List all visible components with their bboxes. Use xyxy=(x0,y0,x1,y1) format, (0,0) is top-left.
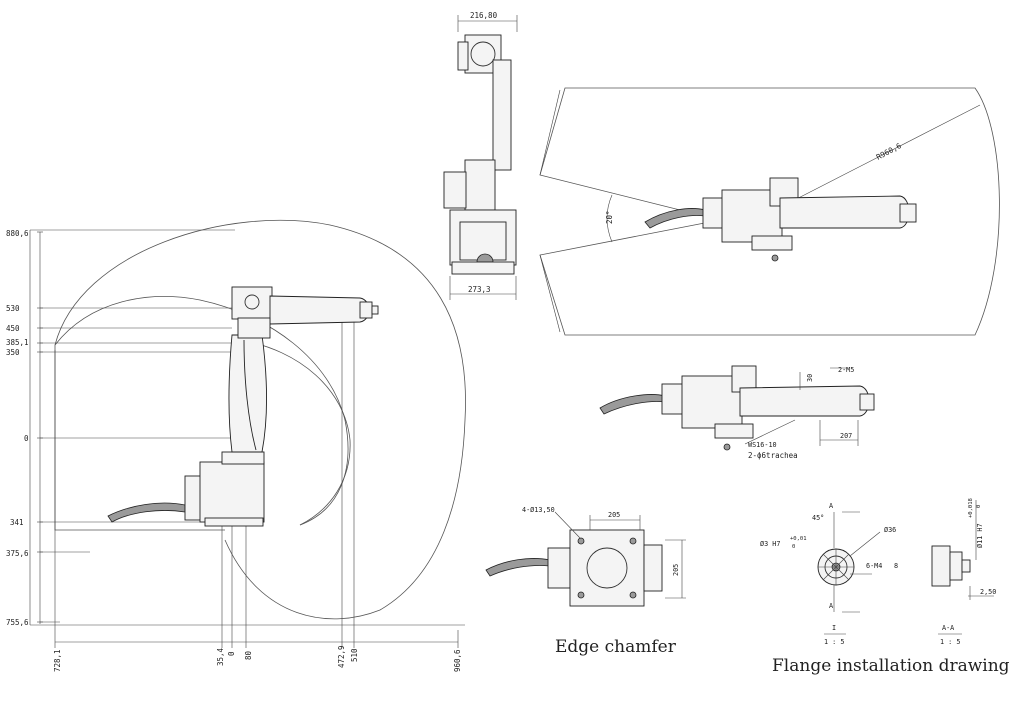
y-label-755-6: 755,6 xyxy=(6,618,29,627)
front-width-top: 216,80 xyxy=(470,11,498,20)
y-label-375-6: 375,6 xyxy=(6,549,29,558)
robot-arm-side xyxy=(107,286,379,527)
detail-view: 30 2-M5 207 WS16-10 2-ϕ6trachea xyxy=(599,365,875,460)
detail-width: 207 xyxy=(840,432,852,440)
y-label-0: 0 xyxy=(24,434,29,443)
x-label-510: 510 xyxy=(350,648,359,662)
front-view: 216,80 273,3 xyxy=(443,11,518,300)
x-label-0: 0 xyxy=(227,651,236,656)
detail-spec: WS16-10 xyxy=(748,441,777,449)
outer-reach-envelope xyxy=(54,219,466,620)
robot-arm-top xyxy=(644,177,917,262)
flange-bore-tol-lower: 0 xyxy=(976,505,982,508)
flange-depth: 2,50 xyxy=(980,588,996,596)
flange-pin: Ø3 H7 xyxy=(760,540,780,548)
flange-view: A A Ø3 H7 +0,01 0 45° Ø36 6-M4 8 I 1 : 5… xyxy=(760,498,1010,676)
x-label-80: 80 xyxy=(244,650,253,660)
flange-pin-tol-lower: 0 xyxy=(792,544,795,550)
top-view-radius: R960,6 xyxy=(875,141,904,162)
x-label-472-9: 472,9 xyxy=(337,645,346,668)
flange-mark-bottom: A xyxy=(829,602,833,610)
flange-scale-left-top: I xyxy=(832,624,836,632)
side-view-x-labels: 728,1 35,4 0 80 472,9 510 960,6 xyxy=(53,645,462,672)
detail-height: 30 xyxy=(806,374,814,382)
flange-mark-top: A xyxy=(829,502,833,510)
flange-bolt: 6-M4 xyxy=(866,562,882,570)
x-label-960-6: 960,6 xyxy=(453,649,462,672)
top-view: 20° R960,6 xyxy=(539,87,1000,336)
front-width-bottom: 273,3 xyxy=(468,285,491,294)
flange-diameter: Ø36 xyxy=(884,526,896,534)
y-label-450: 450 xyxy=(6,324,20,333)
flange-scale-right-bottom: 1 : 5 xyxy=(940,638,960,646)
base-caption: Edge chamfer xyxy=(555,637,677,657)
detail-trachea: 2-ϕ6trachea xyxy=(748,451,798,460)
detail-thread: 2-M5 xyxy=(838,366,854,374)
flange-scale-left-bottom: 1 : 5 xyxy=(824,638,844,646)
flange-scale-right-top: A-A xyxy=(942,624,954,632)
x-label-35-4: 35,4 xyxy=(216,647,225,666)
base-height: 205 xyxy=(672,564,680,576)
flange-bore: Ø11 H7 xyxy=(976,523,984,548)
top-reach-sector xyxy=(539,87,1000,336)
flange-caption: Flange installation drawing xyxy=(772,656,1010,676)
flange-bore-tol-upper: +0,018 xyxy=(968,498,974,518)
base-view: 4-Ø13,50 205 205 Edge chamfer xyxy=(485,506,686,657)
side-view: 880,6 530 450 385,1 350 0 341 375,6 755,… xyxy=(6,219,466,672)
y-label-350: 350 xyxy=(6,348,20,357)
flange-bolt-depth: 8 xyxy=(894,562,898,570)
y-label-530: 530 xyxy=(6,304,20,313)
base-width: 205 xyxy=(608,511,620,519)
flange-pin-tol-upper: +0,01 xyxy=(790,536,807,542)
base-holes: 4-Ø13,50 xyxy=(522,506,555,514)
side-view-y-labels: 880,6 530 450 385,1 350 0 341 375,6 755,… xyxy=(6,229,29,627)
y-label-385-1: 385,1 xyxy=(6,338,29,347)
y-label-880-6: 880,6 xyxy=(6,229,29,238)
y-label-341: 341 xyxy=(10,518,24,527)
flange-angle: 45° xyxy=(812,514,824,522)
top-view-angle: 20° xyxy=(605,210,614,224)
x-label-728-1: 728,1 xyxy=(53,649,62,672)
